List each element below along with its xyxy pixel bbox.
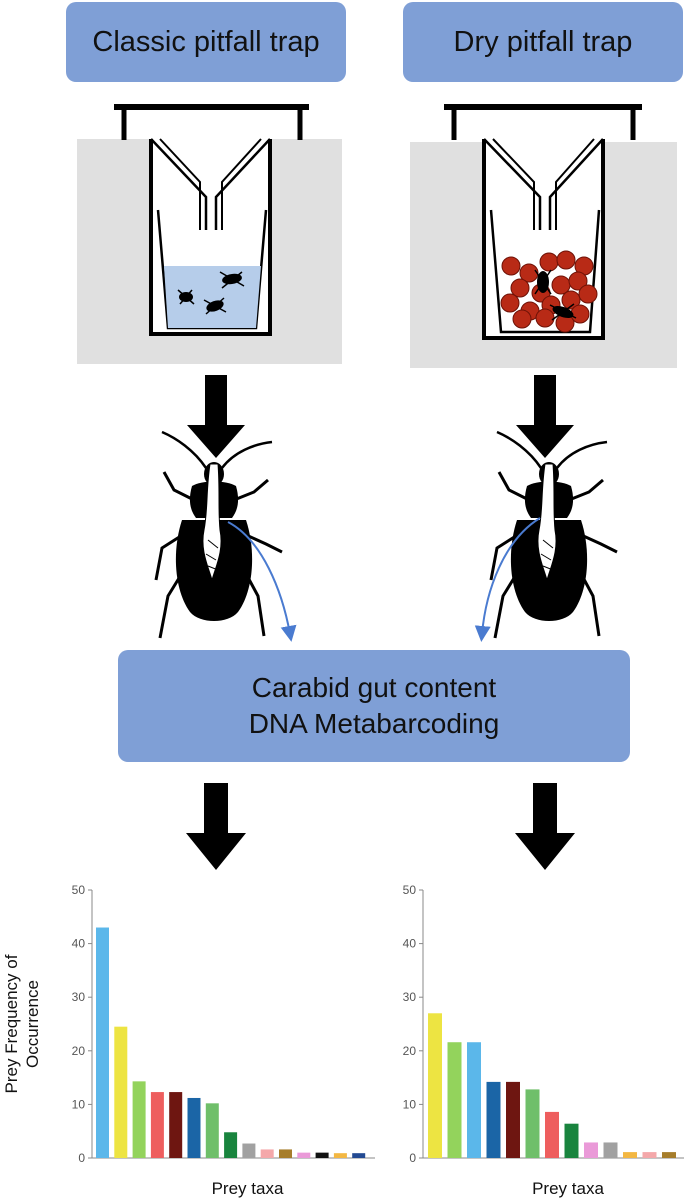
bead [578,284,598,304]
gut-sample-arrow-icon [227,521,297,642]
metabarcoding-box: Carabid gut content DNA Metabarcoding [118,650,630,762]
classic-pitfall-trap-label: Classic pitfall trap [92,25,320,58]
y-tick-label: 20 [403,1044,417,1058]
bar [545,1111,559,1158]
bar [428,1013,442,1158]
metabarcoding-line-1: Carabid gut content [251,672,497,703]
water [164,266,261,328]
bar [642,1152,657,1158]
bead [535,308,555,328]
bar [486,1081,501,1158]
y-tick-label: 40 [403,937,417,951]
bar [224,1132,238,1158]
x-axis-label: Prey taxa [212,1179,284,1198]
bar [506,1081,520,1158]
bar [279,1149,292,1158]
bead [501,256,521,276]
y-tick-label: 10 [403,1097,417,1111]
metabarcoding-line-2: DNA Metabarcoding [248,708,500,739]
bead [539,252,559,272]
bar [333,1153,347,1158]
y-tick-label: 0 [409,1151,416,1165]
carabid-beetle-icon [154,430,284,640]
funnel [150,138,208,230]
bar [564,1123,579,1158]
y-tick-label: 20 [72,1044,86,1058]
dry-pitfall-trap-box: Dry pitfall trap [403,2,683,82]
bar [352,1153,366,1158]
gut-sample-arrow-icon [474,517,541,642]
bar [584,1142,598,1158]
bar [297,1152,311,1158]
bar [205,1103,219,1158]
funnel [483,138,542,230]
y-tick-label: 50 [72,883,86,897]
bead [519,263,539,283]
bar [623,1152,637,1158]
classic-trap [77,104,342,364]
trapped-beetles [534,269,577,321]
y-tick-label: 0 [78,1151,85,1165]
bar [187,1097,201,1158]
arrow-down-icon [186,783,246,870]
carabid-beetle-icon [489,430,619,640]
bar [315,1152,329,1158]
bar [96,927,109,1158]
dry-pitfall-trap-label: Dry pitfall trap [453,25,633,58]
bar [603,1142,618,1158]
bead [510,278,530,298]
bar [260,1149,274,1158]
bar [447,1042,462,1158]
bead [561,290,581,310]
bead [570,304,590,324]
y-tick-label: 50 [403,883,417,897]
dry-trap [410,104,677,368]
y-tick-label: 30 [403,990,417,1004]
bead [512,309,532,329]
arrow-down-icon [515,783,575,870]
bead [568,271,588,291]
arrow-down-icon [187,375,245,458]
y-tick-label: 10 [72,1097,86,1111]
bar [467,1042,481,1158]
y-tick-label: 40 [72,937,86,951]
bar [242,1143,256,1158]
y-tick-label: 30 [72,990,86,1004]
trapped-beetles [177,271,245,315]
bead-substrate [500,250,598,333]
arrow-down-icon [516,375,574,458]
bead [556,250,576,270]
bar [169,1092,183,1158]
bar [132,1081,146,1158]
bar [150,1092,164,1158]
x-axis-label: Prey taxa [532,1179,604,1198]
bar [662,1152,676,1158]
classic-pitfall-trap-box: Classic pitfall trap [66,2,346,82]
bar [114,1026,128,1158]
bead [500,293,520,313]
bar [525,1089,540,1158]
